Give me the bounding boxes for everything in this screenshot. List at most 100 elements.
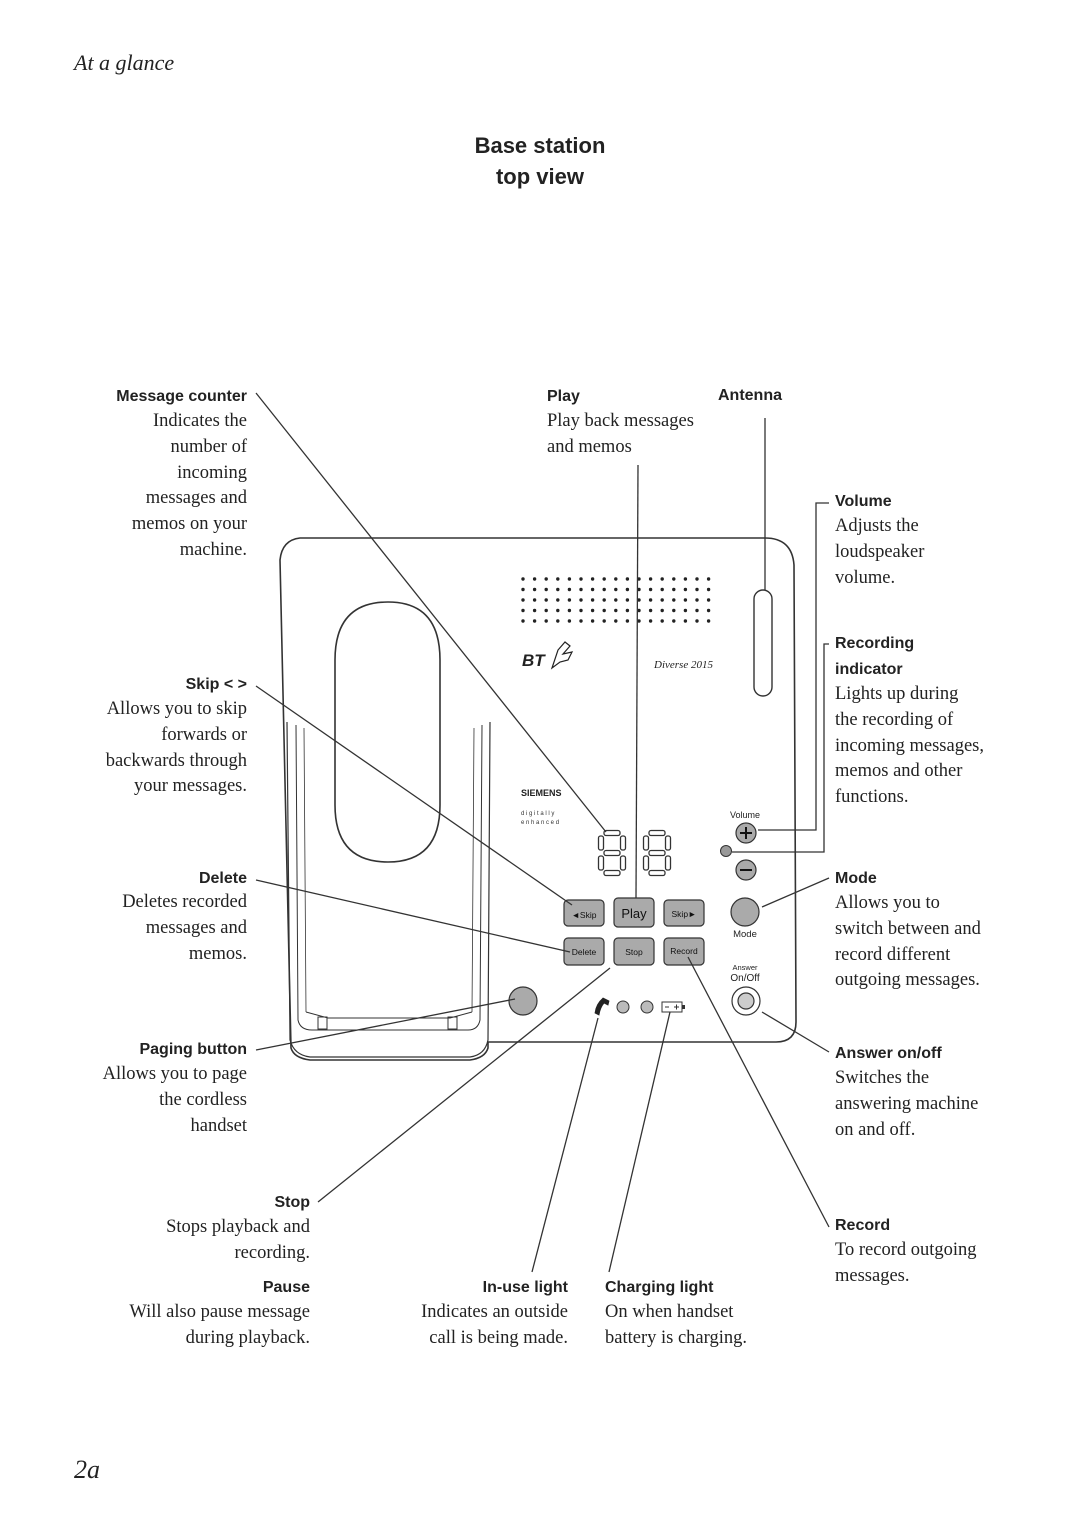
grille-hole [602,619,606,623]
mode-desc: Allows you to switch between and record … [835,893,981,991]
grille-hole [648,619,653,623]
grille-hole [602,608,606,613]
pause-label: Pause [262,1279,310,1296]
svg-text:Record: Record [670,946,698,956]
svg-text:◄Skip: ◄Skip [572,910,597,920]
grille-hole [579,577,583,581]
play-label: Play [547,388,580,405]
grille-hole [532,577,537,581]
tagline-2: e n h a n c e d [521,820,559,826]
grille-hole [579,619,583,623]
grille-hole [614,619,618,623]
record-label-callout: Record [835,1217,891,1234]
grille-hole [590,577,595,581]
page-subtitle: top view [495,164,584,189]
volume-down-button[interactable] [735,859,757,881]
grille-hole [637,619,641,623]
grille-hole [706,608,711,613]
volume-label-callout: Volume [835,493,892,510]
antenna-label: Antenna [718,387,782,404]
grille-hole [544,598,548,602]
page-title: Base station [474,133,606,158]
grille-hole [532,598,537,602]
grille-hole [648,598,653,602]
grille-hole [556,619,560,623]
counter-segment [619,855,627,871]
grille-hole [660,598,664,602]
grille-hole [567,598,572,602]
grille-hole [556,608,560,613]
skip-back-button[interactable]: ◄Skip [563,899,605,927]
bt-logo: BT [522,651,546,670]
counter-segment [603,869,621,877]
answer-label-2: On/Off [730,973,759,984]
grille-hole [648,577,653,581]
grille-hole [625,608,630,613]
stop-desc: Stops playback and recording. [166,1217,310,1263]
svg-text:Skip►: Skip► [672,909,697,919]
play-button[interactable]: Play [613,897,655,928]
grille-hole [695,598,699,602]
paging-desc: Allows you to page the cordless handset [102,1064,247,1136]
skip-forward-button[interactable]: Skip► [663,899,705,927]
grille-hole [556,598,560,602]
svg-text:Stop: Stop [625,947,643,957]
grille-hole [660,587,664,592]
grille-hole [544,577,548,581]
battery-icon [661,1001,685,1013]
grille-hole [614,587,618,592]
grille-hole [532,619,537,623]
delete-desc: Deletes recorded messages and memos. [122,892,247,964]
grille-hole [672,619,676,623]
grille-hole [614,608,618,613]
grille-hole [532,608,537,613]
skip-label: Skip < > [185,676,247,693]
grille-hole [672,598,676,602]
delete-button[interactable]: Delete [563,937,605,966]
bt-piper-mark [550,641,574,670]
svg-text:Delete: Delete [572,947,597,957]
leader-lines [255,392,830,1273]
answer-on-off-button[interactable] [731,986,761,1016]
grille-hole [590,598,595,602]
svg-text:Play: Play [621,906,647,921]
grille-hole [695,577,699,581]
volume-desc: Adjusts the loudspeaker volume. [835,516,925,588]
recording-indicator-desc: Lights up during the recording of incomi… [835,684,985,808]
skip-desc: Allows you to skip forwards or backwards… [105,699,247,797]
grille-hole [683,587,688,592]
counter-segment [648,869,666,877]
record-button[interactable]: Record [663,937,705,966]
grille-hole [521,587,525,592]
recording-indicator-label-2: indicator [835,661,903,678]
grille-hole [567,608,572,613]
grille-hole [556,587,560,592]
grille-hole [602,598,606,602]
paging-button[interactable] [508,986,538,1016]
grille-hole [660,577,664,581]
siemens-logo: SIEMENS [521,788,562,798]
answer-label-callout: Answer on/off [835,1045,942,1062]
grille-hole [637,577,641,581]
counter-segment [664,835,672,851]
mode-button[interactable] [730,897,760,927]
grille-hole [683,608,688,613]
phone-icon [594,997,610,1016]
stop-button[interactable]: Stop [613,937,655,966]
grille-hole [625,587,630,592]
grille-hole [567,619,572,623]
grille-hole [706,619,711,623]
volume-up-button[interactable] [735,822,757,844]
grille-hole [614,598,618,602]
volume-label: Volume [730,810,760,820]
grille-hole [590,608,595,613]
grille-hole [590,587,595,592]
counter-segment [648,849,666,857]
delete-label: Delete [198,870,247,887]
pause-desc: Will also pause message during playback. [129,1302,310,1348]
message-counter-display [597,829,672,877]
grille-hole [637,598,641,602]
grille-hole [625,619,630,623]
grille-hole [672,577,676,581]
